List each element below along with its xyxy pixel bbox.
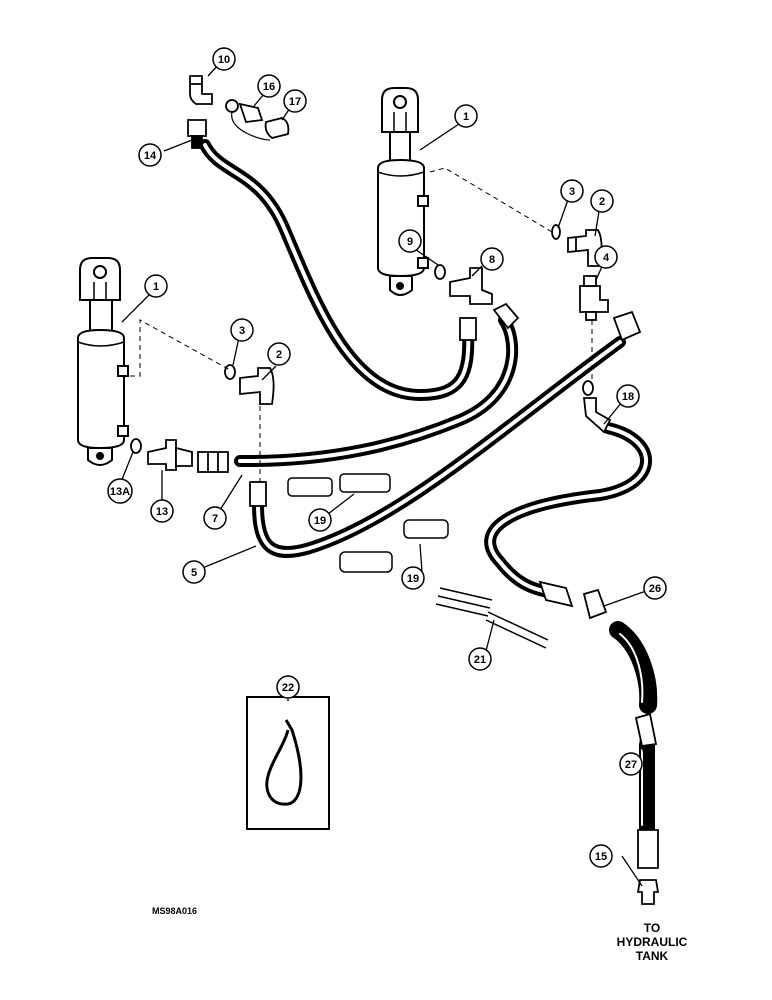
svg-text:16: 16	[263, 81, 275, 93]
callout-13: 13	[150, 499, 174, 523]
callout-21: 21	[468, 647, 492, 671]
svg-text:TANK: TANK	[636, 949, 669, 963]
callout-3-lower: 3	[230, 318, 254, 342]
svg-text:9: 9	[407, 236, 413, 248]
svg-text:18: 18	[622, 391, 634, 403]
svg-text:13A: 13A	[110, 486, 130, 498]
svg-text:15: 15	[595, 851, 607, 863]
callout-2-upper: 2	[590, 189, 614, 213]
callout-13a: 13A	[107, 478, 133, 504]
svg-text:3: 3	[239, 325, 245, 337]
callout-7: 7	[203, 506, 227, 530]
upper-hydraulic-cylinder	[377, 87, 429, 296]
svg-text:19: 19	[314, 515, 326, 527]
callout-1-lower: 1	[144, 274, 168, 298]
lower-hydraulic-cylinder	[77, 257, 129, 466]
callout-2-lower: 2	[267, 342, 291, 366]
svg-text:1: 1	[463, 111, 469, 123]
callout-15: 15	[589, 844, 613, 868]
svg-text:5: 5	[191, 567, 197, 579]
callout-22: 22	[276, 675, 300, 699]
svg-text:19: 19	[407, 573, 419, 585]
callout-4: 4	[594, 245, 618, 269]
svg-text:14: 14	[144, 150, 157, 162]
svg-text:17: 17	[289, 96, 301, 108]
svg-text:4: 4	[603, 252, 610, 264]
tank-label: TO HYDRAULIC TANK	[617, 921, 688, 963]
svg-text:7: 7	[212, 513, 218, 525]
callout-10: 10	[212, 47, 236, 71]
fittings	[130, 75, 660, 905]
svg-text:13: 13	[156, 506, 168, 518]
callout-1-upper: 1	[454, 104, 478, 128]
callout-18: 18	[616, 384, 640, 408]
callout-16: 16	[257, 74, 281, 98]
callout-27: 27	[619, 752, 643, 776]
callout-17: 17	[283, 89, 307, 113]
callout-14: 14	[138, 143, 162, 167]
svg-text:10: 10	[218, 54, 230, 66]
strap-illustration	[265, 719, 303, 806]
svg-text:2: 2	[599, 196, 605, 208]
svg-text:27: 27	[625, 759, 637, 771]
svg-text:22: 22	[282, 682, 294, 694]
callout-3-upper: 3	[560, 179, 584, 203]
svg-text:TO: TO	[644, 921, 660, 935]
hose-14	[199, 139, 475, 402]
reference-lines	[130, 167, 593, 485]
tank-hose	[609, 621, 658, 714]
svg-text:8: 8	[489, 254, 495, 266]
drawing-code: MS98A016	[152, 906, 197, 916]
callout-8: 8	[480, 247, 504, 271]
svg-text:1: 1	[153, 281, 159, 293]
callout-26: 26	[643, 576, 667, 600]
svg-text:26: 26	[649, 583, 661, 595]
svg-text:3: 3	[569, 186, 575, 198]
strap-inset-box	[246, 696, 330, 830]
callout-5: 5	[182, 560, 206, 584]
callout-19-upper: 19	[308, 508, 332, 532]
svg-text:2: 2	[276, 349, 282, 361]
callout-9: 9	[398, 229, 422, 253]
svg-text:21: 21	[474, 654, 486, 666]
svg-text:HYDRAULIC: HYDRAULIC	[617, 935, 688, 949]
callouts: 1 1 2 2 3 3 4 5 7 8 9 10 13 13A 14 15 16…	[107, 47, 667, 868]
callout-19-lower: 19	[401, 566, 425, 590]
protective-sleeves	[287, 473, 549, 649]
hose-18	[484, 422, 652, 598]
